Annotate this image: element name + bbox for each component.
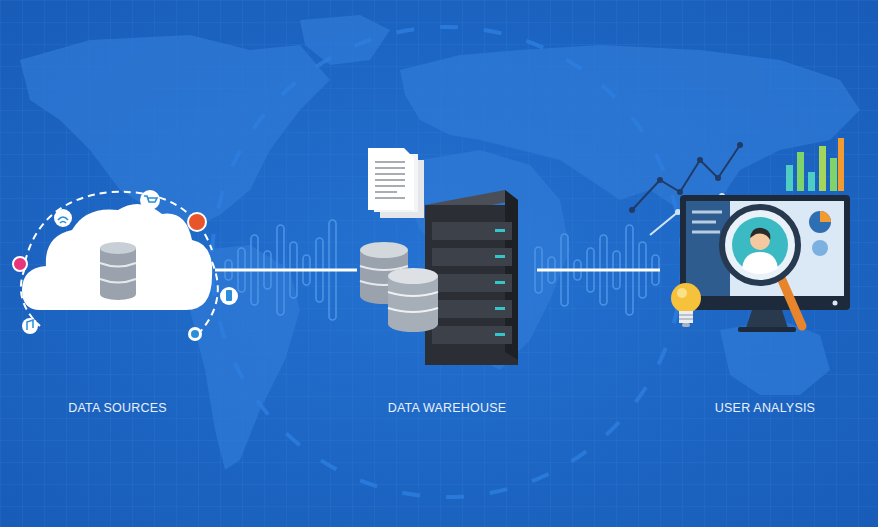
node-label: DATA SOURCES — [68, 400, 166, 416]
connector-line — [215, 269, 357, 272]
node-label: DATA WAREHOUSE — [388, 400, 507, 416]
icon-node: DATA SOURCES — [20, 190, 215, 418]
server-icon — [360, 148, 518, 365]
icon-node: USER ANALYSIS — [660, 130, 870, 418]
node-label: USER ANALYSIS — [715, 400, 815, 416]
world-map — [20, 15, 860, 470]
connector-line — [537, 269, 660, 272]
dashed-orbit — [212, 27, 682, 497]
cloud-icon — [13, 190, 238, 341]
monitor-icon — [629, 138, 850, 332]
icon-node: DATA WAREHOUSE — [357, 145, 537, 418]
